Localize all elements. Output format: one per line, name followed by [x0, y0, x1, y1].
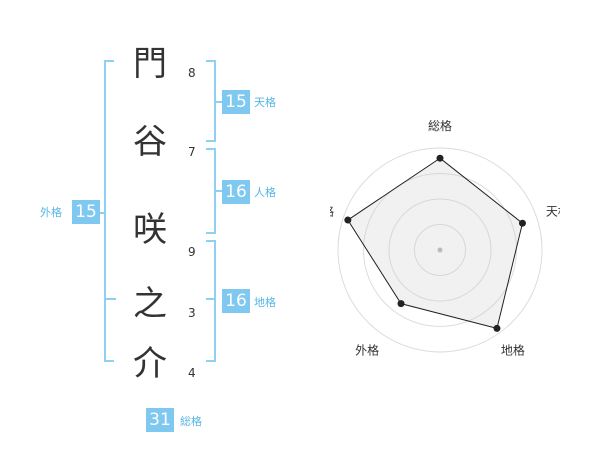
radar-center: [437, 247, 443, 253]
stroke-count-2: 7: [188, 145, 196, 159]
radar-point-1: [518, 219, 526, 227]
jinkaku-value: 16: [222, 180, 250, 204]
chikaku-bracket: [206, 240, 216, 362]
jinkaku-label: 人格: [254, 186, 276, 199]
chikaku-connector: [206, 298, 216, 300]
stroke-count-3: 9: [188, 245, 196, 259]
name-char-3: 咲: [133, 210, 167, 250]
gaikaku-bracket: [104, 60, 114, 362]
fortune-radar-chart: 総格天格地格 外格 人格: [330, 120, 560, 357]
radar-point-2: [493, 324, 501, 332]
radar-polygon: [347, 157, 524, 330]
jinkaku-bracket: [206, 148, 216, 234]
name-char-2: 谷: [133, 122, 167, 162]
chikaku-label: 地格: [254, 296, 276, 309]
tenkaku-label: 天格: [254, 96, 276, 109]
jinkaku-connector: [216, 190, 222, 192]
name-char-4: 之: [133, 284, 167, 324]
name-char-1: 門: [133, 44, 167, 84]
radar-point-4: [344, 216, 352, 224]
chikaku-value: 16: [222, 289, 250, 313]
tenkaku-connector: [216, 101, 222, 103]
radar-point-3: [397, 300, 405, 308]
soukaku-value: 31: [146, 408, 174, 432]
tenkaku-bracket: [206, 60, 216, 142]
stroke-count-1: 8: [188, 66, 196, 80]
radar-axis-label-4: 人格: [330, 204, 334, 219]
radar-ring-4: [337, 147, 543, 353]
radar-axis-label-0: 総格: [428, 120, 452, 133]
radar-ring-2: [388, 198, 492, 302]
name-char-5: 介: [133, 344, 167, 384]
soukaku-label: 総格: [180, 415, 202, 428]
gaikaku-value: 15: [72, 200, 100, 224]
tenkaku-value: 15: [222, 90, 250, 114]
radar-axis-label-1: 天格: [546, 204, 560, 219]
gaikaku-divider: [104, 298, 116, 300]
radar-axis-label-3: 外格: [355, 342, 379, 357]
radar-point-0: [436, 154, 444, 162]
radar-axis-label-2: 地格: [501, 342, 525, 357]
stroke-count-5: 4: [188, 366, 196, 380]
stroke-count-4: 3: [188, 306, 196, 320]
radar-ring-1: [414, 224, 466, 276]
gaikaku-label: 外格: [40, 206, 62, 219]
gaikaku-connector: [98, 212, 106, 214]
radar-ring-3: [363, 173, 517, 327]
